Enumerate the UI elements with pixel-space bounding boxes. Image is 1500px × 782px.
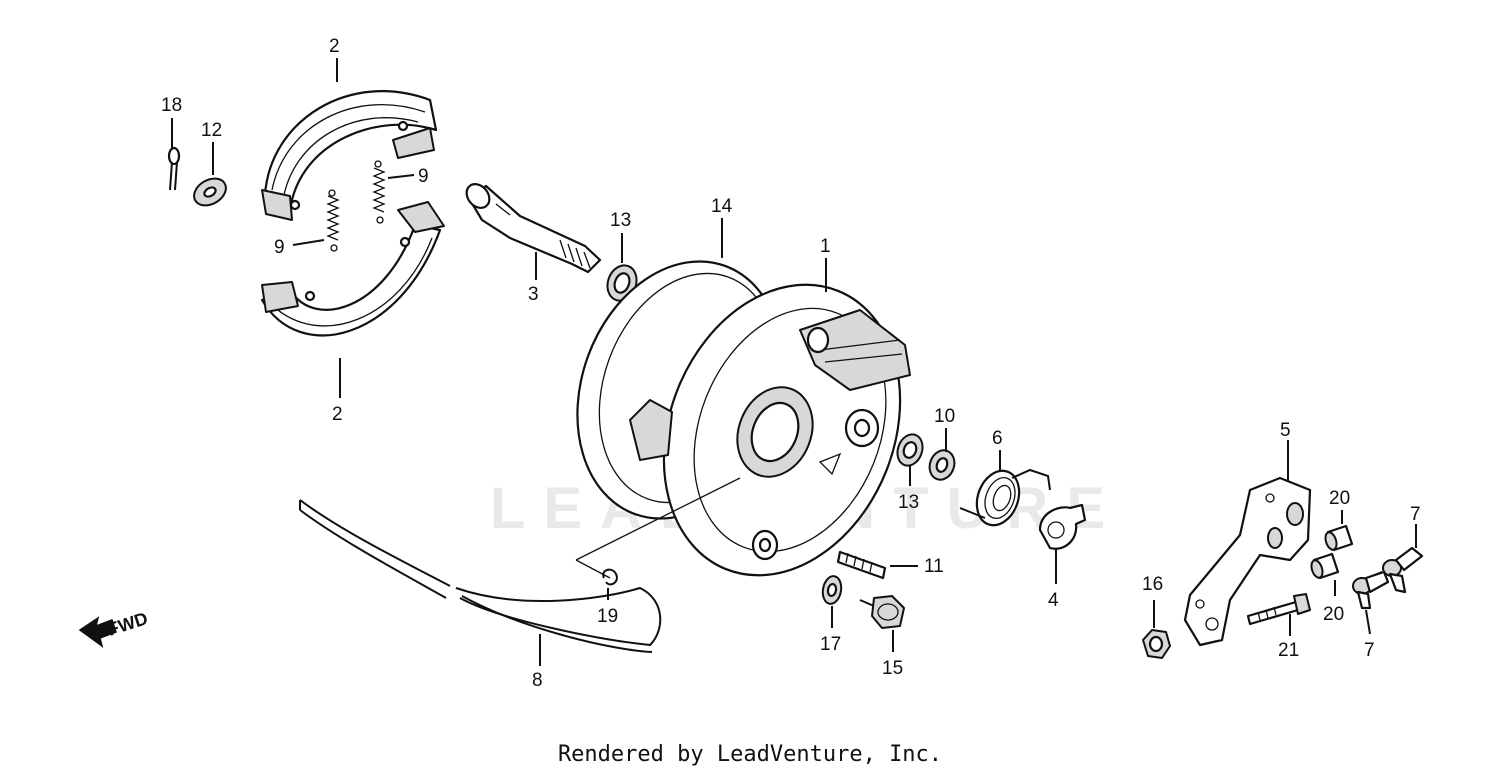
callout-3: 3 [528,284,539,305]
leader-19-connector [575,477,741,579]
callout-11: 11 [924,556,944,577]
callout-17: 17 [820,634,841,655]
part-20-collar-upper[interactable] [1323,524,1354,552]
part-7-wing-nut-lower[interactable] [1352,570,1390,610]
callout-7-upper: 7 [1410,504,1421,525]
callout-13-upper: 13 [610,210,631,231]
part-5-brake-arm[interactable] [1183,476,1312,647]
callout-6: 6 [992,428,1003,449]
callout-4: 4 [1048,590,1059,611]
part-9-spring-right[interactable] [372,160,386,224]
callout-19: 19 [597,606,618,627]
footer-credit: Rendered by LeadVenture, Inc. [557,742,943,767]
part-8-breather-tube[interactable] [299,499,662,653]
part-1-brake-panel[interactable] [622,249,942,611]
callout-8: 8 [532,670,543,691]
part-17-washer[interactable] [821,575,844,606]
part-11-stud-bolt[interactable] [836,550,887,580]
callout-2-upper: 2 [329,36,340,57]
callout-13-lower: 13 [898,492,919,513]
callout-16: 16 [1142,574,1163,595]
part-18-cotter-pin[interactable] [167,146,181,191]
callout-7-lower: 7 [1364,640,1375,661]
callout-9-right: 9 [418,166,429,187]
leader-9-left [292,239,325,246]
part-6-return-spring[interactable] [959,465,1051,531]
part-9-spring-left[interactable] [326,189,340,252]
callout-12: 12 [201,120,222,141]
part-15-flange-bolt[interactable] [859,595,905,629]
callout-9-left: 9 [274,237,285,258]
fwd-direction-arrow: FWD [78,608,150,648]
callout-15: 15 [882,658,903,679]
part-2-lower-brake-shoe[interactable] [260,201,445,337]
part-12-washer[interactable] [189,173,230,211]
part-19-clip[interactable] [602,568,618,586]
callout-2-lower: 2 [332,404,343,425]
part-21-bolt[interactable] [1246,593,1311,626]
part-10-washer[interactable] [926,447,959,483]
callout-18: 18 [161,95,182,116]
leader-7-lower [1365,609,1371,635]
callout-21: 21 [1278,640,1299,661]
callout-1: 1 [820,236,831,257]
fwd-arrow-icon [78,616,117,648]
fwd-label: FWD [105,608,150,640]
leader-9-right [387,174,415,179]
callout-10: 10 [934,406,955,427]
callout-20-lower: 20 [1323,604,1344,625]
callout-14: 14 [711,196,733,217]
callout-20-upper: 20 [1329,488,1350,509]
part-13-lower-seal[interactable] [893,431,926,469]
part-4-indicator-plate[interactable] [1038,503,1087,550]
part-3-brake-cam[interactable] [462,180,602,274]
part-16-nut[interactable] [1142,629,1171,659]
callout-5: 5 [1280,420,1291,441]
part-2-upper-brake-shoe[interactable] [261,90,438,221]
part-20-collar-lower[interactable] [1309,552,1340,580]
